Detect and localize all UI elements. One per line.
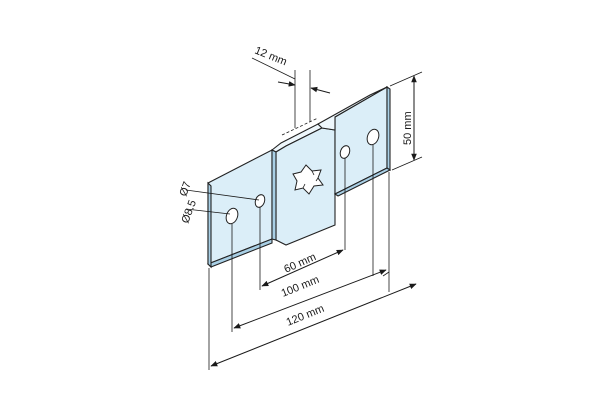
hole-large-right [366,128,380,146]
mounting-plate [207,85,392,269]
right-flange-side [386,85,391,172]
spacing-middle-label: 100 mm [280,274,321,300]
hole-large-left [225,207,239,225]
hole-small-label: Ø7 [178,180,194,198]
thickness-label: 12 mm [253,45,289,69]
left-flange-side [207,181,212,269]
dim-thickness: 12 mm [251,45,331,136]
hole-small-right [339,145,351,159]
height-label: 50 mm [402,111,414,145]
star-socket-depth [302,170,319,189]
right-flange-face [334,86,388,195]
right-flange-edge [333,167,392,197]
dim-height: 50 mm [389,71,423,171]
spacing-inner-label: 60 mm [282,251,318,276]
center-section-step [271,149,277,241]
hole-large-label: Ø8.5 [180,199,199,226]
right-flange-top [317,86,388,131]
star-socket [292,164,324,195]
